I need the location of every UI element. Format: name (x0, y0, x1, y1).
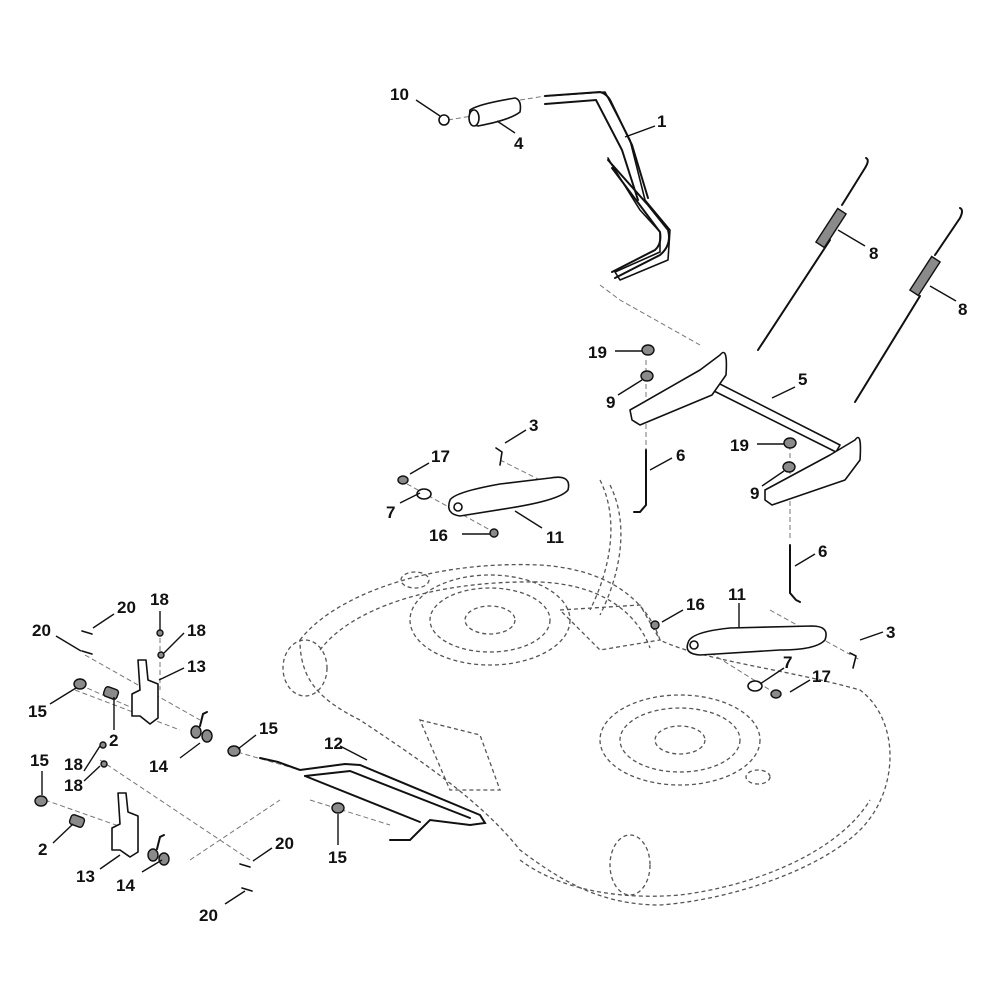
callout-9-a: 9 (606, 393, 615, 412)
part-19-nut-upper[interactable] (641, 344, 655, 356)
callout-5: 5 (798, 370, 807, 389)
part-18-nut-c[interactable] (99, 741, 107, 749)
part-11-lift-arm-upper[interactable] (447, 476, 570, 517)
part-4-grip[interactable] (468, 97, 522, 127)
part-5-lift-shaft[interactable] (629, 351, 862, 506)
part-20-bolt-d[interactable] (241, 887, 253, 892)
callout-1: 1 (657, 112, 666, 131)
part-2-bushing-upper[interactable] (102, 686, 120, 700)
part-10-cap[interactable] (438, 114, 450, 126)
callout-7-b: 7 (783, 653, 792, 672)
callout-12: 12 (324, 734, 343, 753)
part-1-lift-handle[interactable] (544, 90, 671, 281)
callout-8-b: 8 (958, 300, 967, 319)
part-6-lift-rod-lower[interactable] (789, 544, 801, 603)
callout-19-b: 19 (730, 436, 749, 455)
part-20-bolt-c[interactable] (239, 863, 251, 868)
callout-13-a: 13 (187, 657, 206, 676)
callout-6-b: 6 (818, 542, 827, 561)
deck-wheel-left (282, 639, 328, 697)
callout-4: 4 (514, 134, 524, 153)
callout-8-a: 8 (869, 244, 878, 263)
part-13-bracket-lower[interactable] (111, 792, 139, 858)
mower-deck (282, 479, 891, 906)
part-8-spring-left[interactable] (757, 157, 869, 351)
callout-18-d: 18 (64, 776, 83, 795)
callout-7-a: 7 (386, 503, 395, 522)
callout-3-b: 3 (886, 623, 895, 642)
part-2-bushing-lower[interactable] (68, 814, 86, 828)
part-13-bracket-upper[interactable] (131, 659, 159, 725)
part-11-lift-arm-lower[interactable] (686, 625, 827, 656)
callout-9-b: 9 (750, 484, 759, 503)
part-15-nut-b[interactable] (227, 745, 241, 757)
callout-10: 10 (390, 85, 409, 104)
deck-wheel-front (609, 834, 651, 896)
part-20-bolt-b[interactable] (81, 650, 93, 655)
callout-20-b: 20 (32, 621, 51, 640)
part-18-nut-a[interactable] (156, 629, 164, 637)
callout-2-b: 2 (38, 840, 47, 859)
callout-6-a: 6 (676, 446, 685, 465)
part-8-spring-right[interactable] (854, 207, 963, 403)
callout-17-b: 17 (812, 667, 831, 686)
callout-16-a: 16 (429, 526, 448, 545)
part-3-clip-lower[interactable] (849, 652, 857, 669)
callout-18-a: 18 (150, 590, 169, 609)
callout-20-a: 20 (117, 598, 136, 617)
part-14-roller-upper[interactable] (190, 711, 213, 743)
callout-18-c: 18 (64, 755, 83, 774)
part-9-nut-lower[interactable] (782, 461, 796, 473)
part-16-bolt-lower[interactable] (650, 620, 660, 630)
part-16-bolt-upper[interactable] (489, 528, 499, 538)
callout-15-d: 15 (328, 848, 347, 867)
leader-lines (41, 99, 957, 905)
part-14-roller-lower[interactable] (147, 834, 170, 866)
assembly-lines (44, 95, 861, 861)
part-12-hanger-rod[interactable] (259, 757, 487, 841)
part-17-nut-lower[interactable] (770, 689, 782, 699)
part-15-nut-d[interactable] (331, 802, 345, 814)
callout-18-b: 18 (187, 621, 206, 640)
callout-19-a: 19 (588, 343, 607, 362)
callout-labels: 10 4 1 8 8 19 9 5 19 9 6 6 3 3 17 17 7 7… (28, 85, 967, 925)
part-15-nut-c[interactable] (34, 795, 48, 807)
part-6-lift-rod-upper[interactable] (633, 449, 647, 513)
callout-17-a: 17 (431, 447, 450, 466)
part-18-nut-d[interactable] (100, 760, 108, 768)
callout-15-a: 15 (28, 702, 47, 721)
callout-20-d: 20 (199, 906, 218, 925)
callout-20-c: 20 (275, 834, 294, 853)
part-19-nut-lower[interactable] (783, 437, 797, 449)
callout-14-b: 14 (116, 876, 135, 895)
callout-15-c: 15 (30, 751, 49, 770)
part-3-clip-upper[interactable] (495, 447, 503, 466)
part-15-nut-a[interactable] (73, 678, 87, 690)
callout-2-a: 2 (109, 731, 118, 750)
part-9-nut-upper[interactable] (640, 370, 654, 382)
part-20-bolt-a[interactable] (81, 630, 93, 635)
callout-16-b: 16 (686, 595, 705, 614)
callout-11-b: 11 (728, 585, 746, 604)
callout-3-a: 3 (529, 416, 538, 435)
callout-14-a: 14 (149, 757, 168, 776)
part-7-washer-lower[interactable] (747, 680, 763, 692)
part-17-nut-upper[interactable] (397, 475, 409, 485)
callout-15-b: 15 (259, 719, 278, 738)
callout-13-b: 13 (76, 867, 95, 886)
callout-11-a: 11 (546, 528, 564, 547)
part-18-nut-b[interactable] (157, 651, 165, 659)
